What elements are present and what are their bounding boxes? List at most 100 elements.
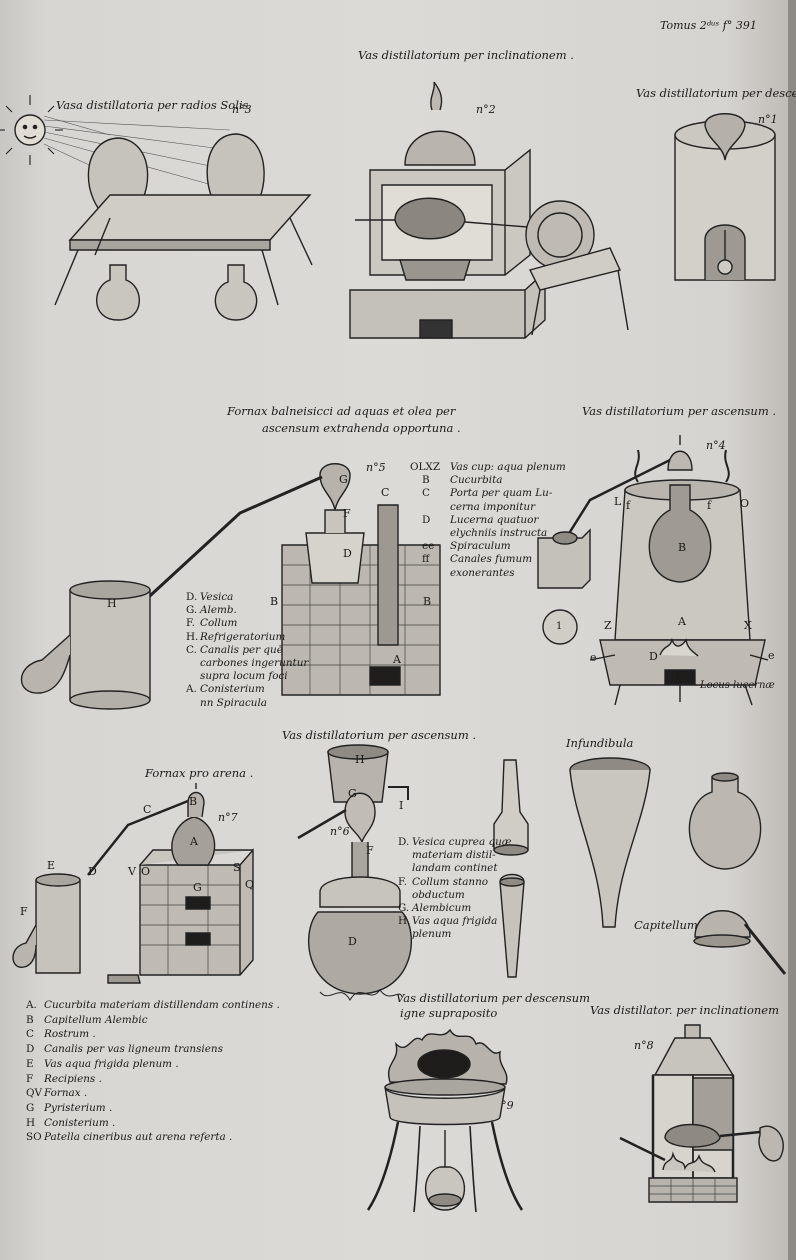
- fig6-title: Vas distillatorium per ascensum .: [282, 728, 477, 742]
- fig7-title: Fornax pro arena .: [145, 766, 254, 780]
- legend-row: landam continet: [412, 862, 498, 875]
- fig8-number: n°8: [634, 1039, 654, 1052]
- fig5-letter-D: D: [343, 547, 352, 560]
- fig6-letter-G: G: [348, 787, 357, 800]
- fig2-title: Vas distillatorium per inclinationem .: [358, 48, 574, 62]
- legend-row: materiam distil-: [412, 849, 496, 862]
- fig4-locus-label: Locus lucernæ: [700, 680, 775, 691]
- fig5-balneum-furnace: [10, 455, 450, 715]
- fig7-letter-Q: Q: [245, 878, 255, 891]
- fig5-title-line2: ascensum extrahenda opportuna .: [262, 421, 461, 435]
- legend-row: plenum: [412, 928, 452, 941]
- fig9-title-line1: Vas distillatorium per descensum: [396, 991, 591, 1005]
- fig2-inclination-furnace: [340, 80, 640, 345]
- fig5-legend: D.Vesica G.Alemb. F.Collum H.Refrigerato…: [186, 591, 308, 710]
- fig1-number: n°1: [758, 113, 778, 126]
- fig6-number: n°6: [330, 825, 350, 838]
- fig5-letter-C: C: [381, 486, 390, 499]
- legend-row: obductum: [412, 888, 465, 901]
- fig1-title: Vas distillatorium per descensum: [636, 86, 796, 100]
- fig6-letter-H: H: [355, 753, 365, 766]
- legend-row: carbones ingeruntur: [200, 657, 309, 670]
- funnels-and-vessels: [565, 752, 790, 982]
- fig6-ascensum-still: [290, 742, 550, 1012]
- legend-row: H.Vas aqua frigida: [398, 915, 498, 928]
- fig4-letter-e-right: e: [768, 649, 775, 662]
- fig5-letter-F: F: [343, 507, 351, 520]
- fig5-letter-B-right: B: [423, 595, 432, 608]
- fig7-letter-F: F: [20, 905, 28, 918]
- legend-row: D.Vesica cuprea quæ: [398, 836, 512, 848]
- fig9-number: n°9: [494, 1099, 514, 1112]
- fig5-letter-A: A: [393, 653, 401, 666]
- fig4-letter-O: O: [740, 497, 750, 510]
- legend-row: exonerantes: [450, 566, 515, 579]
- fig5-title-line1: Fornax balneisicci ad aquas et olea per: [227, 404, 456, 418]
- fig5-letter-H: H: [107, 597, 117, 610]
- fig4-letter-B: B: [678, 541, 687, 554]
- fig4-letter-A: A: [678, 615, 686, 628]
- fig5-letter-G: G: [339, 473, 348, 486]
- fig7-letter-E: E: [47, 859, 56, 872]
- legend-row: D.Vesica: [186, 591, 234, 603]
- fig6-letter-F: F: [366, 844, 374, 857]
- fig5-letter-B-left: B: [270, 595, 279, 608]
- fig6-letter-I: I: [399, 799, 404, 812]
- fig4-letter-e-left: e: [590, 651, 597, 664]
- legend-row: F.Collum: [186, 617, 238, 630]
- legend-row: nn Spiracula: [200, 696, 267, 709]
- page-reference: Tomus 2ᵈᵘˢ f° 391: [660, 19, 757, 32]
- legend-row: elychniis instructa: [450, 527, 548, 540]
- fig5-number: n°5: [366, 461, 386, 474]
- fig3-title: Vasa distillatoria per radios Solis: [56, 98, 249, 112]
- fig4-letter-L: L: [614, 495, 622, 508]
- legend-row: A.Cucurbita materiam distillendam contin…: [26, 999, 280, 1011]
- legend-row: G.Alemb.: [186, 604, 237, 617]
- fig7-legend: A.Cucurbita materiam distillendam contin…: [26, 998, 280, 1145]
- fig7-letter-G: G: [193, 881, 202, 894]
- fig4-title: Vas distillatorium per ascensum .: [582, 404, 777, 418]
- fig7-letter-V: V: [128, 865, 136, 878]
- fig7-letter-D: D: [88, 865, 97, 878]
- fig7-sand-furnace: [8, 785, 268, 985]
- fig3-solar-distillation: [0, 90, 330, 330]
- fig4-letter-f-left: f: [626, 499, 631, 512]
- legend-row: C.Canalis per quē: [186, 643, 283, 656]
- book-page-edge: [788, 0, 796, 1260]
- fig4-letter-X: X: [744, 619, 752, 632]
- legend-row: A.Conisterium: [186, 683, 265, 696]
- fig2-number: n°2: [476, 103, 496, 116]
- fig9-title-line2: igne supraposito: [400, 1006, 498, 1020]
- fig6-letter-D: D: [348, 935, 357, 948]
- fig4-letter-Z: Z: [604, 619, 612, 632]
- fig4-disc-label: 1: [556, 621, 563, 632]
- fig7-number: n°7: [218, 811, 238, 824]
- fig4-letter-C: C: [676, 669, 685, 682]
- infundibula-label: Infundibula: [566, 736, 634, 750]
- fig6-legend: D.Vesica cuprea quæ materiam distil- lan…: [398, 836, 512, 942]
- legend-row: H.Refrigeratorium: [186, 630, 286, 643]
- fig7-letter-A: A: [190, 835, 198, 848]
- fig4-number: n°4: [706, 439, 726, 452]
- fig7-letter-S: S: [233, 861, 241, 874]
- fig8-title: Vas distillator. per inclinationem: [590, 1003, 780, 1017]
- legend-row: G.Alembicum: [398, 902, 472, 915]
- legend-row: cerna imponitur: [450, 500, 536, 513]
- capitellum-label: Capitellum: [634, 918, 698, 932]
- fig7-letter-B: B: [189, 795, 198, 808]
- fig1-descensum-vessel: [665, 115, 785, 290]
- fig4-ascensum-vessel: [530, 430, 770, 715]
